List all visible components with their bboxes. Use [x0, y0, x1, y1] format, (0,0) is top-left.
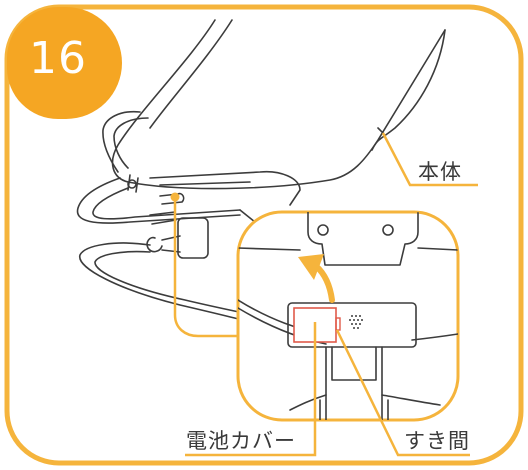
step-number: 16	[29, 33, 87, 84]
zoom-pointer-dot	[170, 192, 180, 202]
step-badge	[7, 7, 122, 119]
open-direction-arrow	[298, 254, 335, 303]
label-battery-cover: 電池カバー	[186, 429, 296, 453]
zoom-detail-drawing	[238, 212, 458, 420]
zoom-detail-frame	[236, 210, 460, 422]
leader-lines	[185, 132, 478, 457]
label-gap: すき間	[404, 429, 470, 453]
speaker-grille	[349, 315, 363, 329]
zoom-pointer	[173, 198, 250, 338]
label-body: 本体	[418, 160, 462, 184]
seat-illustration	[76, 19, 459, 323]
outer-frame	[4, 4, 524, 466]
